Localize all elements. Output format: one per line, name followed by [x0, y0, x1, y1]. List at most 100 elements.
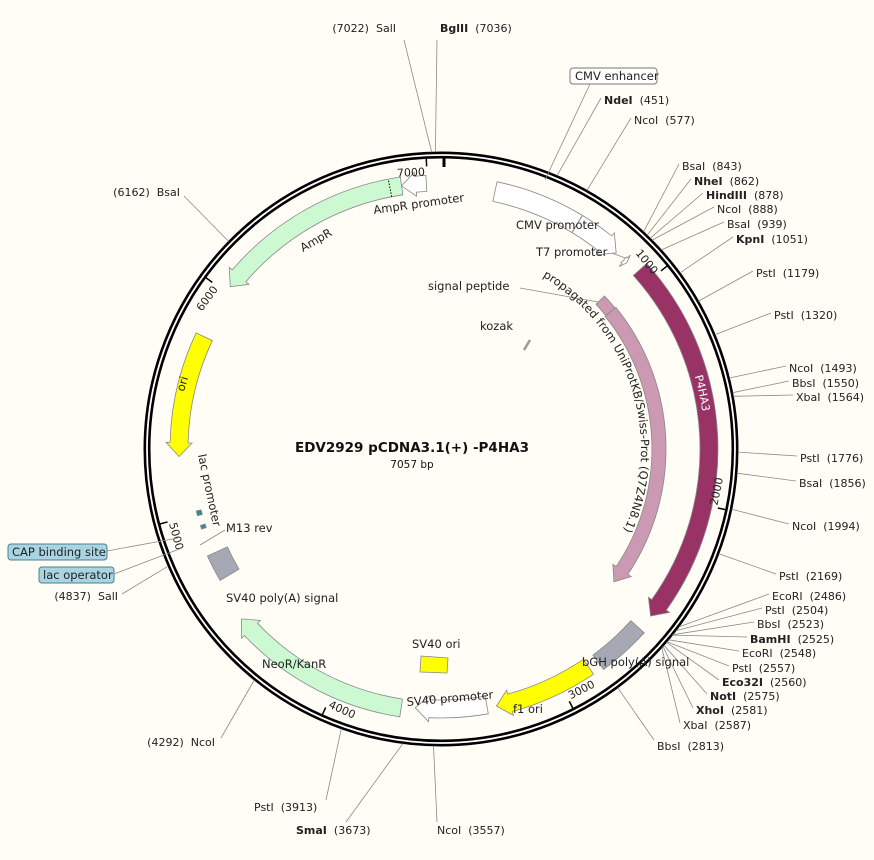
enzyme-site-ncoi[interactable]: (4292) NcoI	[147, 679, 255, 749]
enzyme-site-bsai[interactable]: BsaI (843)	[643, 160, 742, 232]
enzyme-label[interactable]: PstI (1179)	[756, 267, 819, 280]
feature-label-neor-kanr[interactable]: NeoR/KanR	[262, 657, 326, 671]
enzyme-label[interactable]: (7022) SalI	[332, 22, 396, 35]
cmv-enhancer-label-box[interactable]	[569, 67, 658, 85]
enzyme-label[interactable]: PstI (2169)	[779, 570, 842, 583]
enzyme-label[interactable]: (4837) SalI	[54, 590, 118, 603]
feature-bgh-poly-a-signal[interactable]	[592, 620, 645, 671]
enzyme-site-psti[interactable]: PstI (1776)	[737, 451, 863, 465]
cap-binding-site-label-box[interactable]	[7, 543, 108, 561]
enzyme-site-xhoi[interactable]: XhoI (2581)	[662, 646, 768, 717]
enzyme-label[interactable]: BamHI (2525)	[750, 633, 834, 646]
enzyme-site-bbsi[interactable]: BbsI (2523)	[672, 618, 824, 636]
enzyme-label[interactable]: PstI (1320)	[774, 309, 837, 322]
enzyme-site-bsai[interactable]: BsaI (939)	[661, 218, 787, 251]
enzyme-site-ncoi[interactable]: NcoI (577)	[586, 114, 695, 191]
enzyme-label[interactable]: NcoI (3557)	[437, 824, 505, 837]
enzyme-label[interactable]: HindIII (878)	[706, 189, 784, 202]
enzyme-site-bbsi[interactable]: BbsI (1550)	[732, 377, 859, 394]
enzyme-label[interactable]: EcoRI (2548)	[742, 647, 816, 660]
enzyme-site-hindiii[interactable]: HindIII (878)	[649, 189, 784, 239]
enzyme-label[interactable]: (4292) NcoI	[147, 736, 215, 749]
enzyme-site-kpni[interactable]: KpnI (1051)	[679, 233, 808, 274]
feature-label-f1-ori[interactable]: f1 ori	[513, 702, 543, 716]
enzyme-site-ndei[interactable]: NdeI (451)	[556, 94, 669, 176]
feature-label-t7-promoter[interactable]: T7 promoter	[535, 245, 608, 259]
enzyme-site-psti[interactable]: PstI (3913)	[254, 728, 342, 814]
enzyme-site-bamhi[interactable]: BamHI (2525)	[672, 633, 834, 646]
feature-label-propagated[interactable]: propagated from UniProtKB/Swiss-Prot (Q7…	[541, 267, 652, 535]
enzyme-label[interactable]: PstI (2504)	[765, 604, 828, 617]
enzyme-site-noti[interactable]: NotI (2575)	[663, 644, 780, 703]
enzyme-label[interactable]: Eco32I (2560)	[722, 676, 807, 689]
enzyme-site-sali[interactable]: (7022) SalI	[332, 22, 433, 153]
enzyme-site-bsai[interactable]: (6162) BsaI	[113, 186, 229, 242]
feature-label-lac-promoter[interactable]: lac promoter	[195, 453, 224, 528]
enzyme-label[interactable]: PstI (3913)	[254, 801, 317, 814]
enzyme-site-bbsi[interactable]: BbsI (2813)	[617, 687, 724, 753]
enzyme-site-ecori[interactable]: EcoRI (2486)	[678, 590, 846, 628]
enzyme-label[interactable]: NheI (862)	[694, 175, 759, 188]
enzyme-label[interactable]: XbaI (1564)	[796, 391, 864, 404]
enzyme-site-eco32i[interactable]: Eco32I (2560)	[666, 641, 807, 689]
enzyme-label[interactable]: NcoI (1994)	[792, 520, 860, 533]
enzyme-label[interactable]: BsaI (1856)	[799, 477, 866, 490]
feature-t7-promoter[interactable]	[618, 254, 631, 267]
feature-label-cmv-promoter[interactable]: CMV promoter	[516, 218, 599, 232]
feature-neor-kanr[interactable]	[241, 618, 403, 718]
enzyme-label[interactable]: BbsI (2813)	[657, 740, 724, 753]
enzyme-site-smai[interactable]: SmaI (3673)	[296, 743, 404, 838]
enzyme-label[interactable]: XbaI (2587)	[683, 719, 751, 732]
enzyme-site-bglii[interactable]: BglII (7036)	[435, 22, 512, 153]
enzyme-label[interactable]: (6162) BsaI	[113, 186, 180, 199]
enzyme-site-psti[interactable]: PstI (2169)	[718, 553, 842, 583]
enzyme-label[interactable]: KpnI (1051)	[736, 233, 808, 246]
enzyme-label[interactable]: EcoRI (2486)	[772, 590, 846, 603]
lac-operator-label-box[interactable]	[38, 566, 115, 584]
enzyme-label[interactable]: BglII (7036)	[440, 22, 512, 35]
enzyme-site-bsai[interactable]: BsaI (1856)	[736, 472, 866, 490]
feature-label-ori[interactable]: ori	[173, 375, 191, 393]
enzyme-label[interactable]: BbsI (2523)	[757, 618, 824, 631]
enzyme-label[interactable]: NcoI (577)	[634, 114, 695, 127]
feature-label-m13-rev[interactable]: M13 rev	[226, 521, 273, 535]
feature-ampr[interactable]	[228, 176, 404, 288]
enzyme-label[interactable]: NcoI (888)	[717, 203, 778, 216]
feature-sv40-poly-a-signal[interactable]	[206, 546, 240, 581]
feature-sv40-promoter[interactable]	[414, 694, 489, 723]
enzyme-site-psti[interactable]: PstI (2504)	[675, 604, 828, 632]
enzyme-site-ncoi[interactable]: NcoI (1994)	[731, 508, 860, 533]
feature-cmv-promoter[interactable]	[571, 214, 617, 256]
feature-cap-binding-site[interactable]	[195, 509, 203, 517]
enzyme-label[interactable]: BsaI (843)	[682, 160, 742, 173]
enzyme-site-ecori[interactable]: EcoRI (2548)	[668, 639, 817, 660]
enzyme-label[interactable]: BbsI (1550)	[792, 377, 859, 390]
feature-label-cmv-enhancer[interactable]: CMV enhancer	[575, 69, 659, 83]
enzyme-label[interactable]: NcoI (1493)	[789, 362, 857, 375]
feature-lac-operator[interactable]	[199, 523, 207, 530]
feature-ampr-promoter[interactable]	[400, 171, 428, 198]
enzyme-site-ncoi[interactable]: NcoI (888)	[651, 203, 778, 241]
enzyme-label[interactable]: NdeI (451)	[604, 94, 669, 107]
enzyme-site-psti[interactable]: PstI (2557)	[666, 641, 795, 675]
feature-label-bgh-polya[interactable]: bGH poly(A) signal	[582, 655, 689, 669]
enzyme-label[interactable]: SmaI (3673)	[296, 824, 370, 837]
enzyme-site-ncoi[interactable]: NcoI (3557)	[433, 745, 505, 837]
enzyme-label[interactable]: NotI (2575)	[710, 690, 780, 703]
enzyme-site-xbai[interactable]: XbaI (1564)	[733, 391, 864, 404]
feature-ori[interactable]	[165, 332, 213, 458]
enzyme-site-xbai[interactable]: XbaI (2587)	[661, 647, 751, 732]
feature-label-kozak[interactable]: kozak	[480, 319, 513, 333]
feature-label-sv40-ori[interactable]: SV40 ori	[412, 637, 460, 651]
enzyme-label[interactable]: XhoI (2581)	[696, 704, 768, 717]
enzyme-label[interactable]: BsaI (939)	[727, 218, 787, 231]
enzyme-site-nhei[interactable]: NheI (862)	[646, 175, 759, 236]
feature-label-signal-peptide[interactable]: signal peptide	[428, 279, 509, 293]
enzyme-label[interactable]: PstI (1776)	[800, 452, 863, 465]
enzyme-site-ncoi[interactable]: NcoI (1493)	[729, 362, 857, 379]
enzyme-site-sali[interactable]: (4837) SalI	[54, 565, 169, 603]
enzyme-site-psti[interactable]: PstI (1320)	[714, 309, 837, 335]
feature-propagated-from-uniprotkb-swiss-prot-q7z4n8-1[interactable]	[604, 306, 667, 583]
feature-f1-ori[interactable]	[495, 658, 595, 717]
enzyme-site-psti[interactable]: PstI (1179)	[698, 267, 820, 302]
